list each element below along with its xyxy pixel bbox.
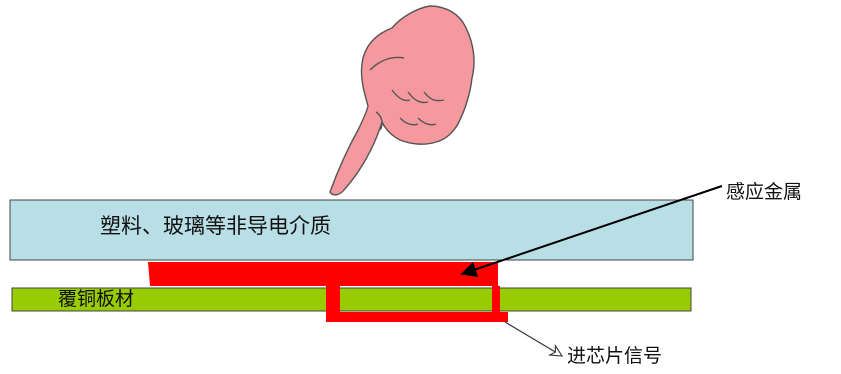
chip-signal-arrow xyxy=(504,321,562,356)
dielectric-layer xyxy=(9,199,694,261)
dielectric-label: 塑料、玻璃等非导电介质 xyxy=(100,214,331,238)
hand-knuckle-2 xyxy=(417,117,437,126)
sensing-metal-via xyxy=(326,286,508,322)
hand-body xyxy=(329,5,475,196)
hand-finger-crease-2 xyxy=(407,91,429,104)
hand-knuckle-1 xyxy=(399,117,419,126)
chip-signal-label: 进芯片信号 xyxy=(567,345,663,367)
pointing-hand-icon xyxy=(329,5,475,196)
sensing-metal xyxy=(148,262,498,286)
copper-board-right xyxy=(337,287,692,312)
hand-thumb-line xyxy=(369,56,405,71)
sensing-metal-label: 感应金属 xyxy=(726,181,803,203)
sensing-metal-right-edge xyxy=(492,286,500,312)
hand-fingernail xyxy=(375,111,383,131)
sensing-metal-arrow xyxy=(460,185,723,277)
copper-board-label: 覆铜板材 xyxy=(58,288,135,310)
hand-finger-crease-3 xyxy=(423,91,445,102)
hand-finger-crease-1 xyxy=(391,89,411,102)
